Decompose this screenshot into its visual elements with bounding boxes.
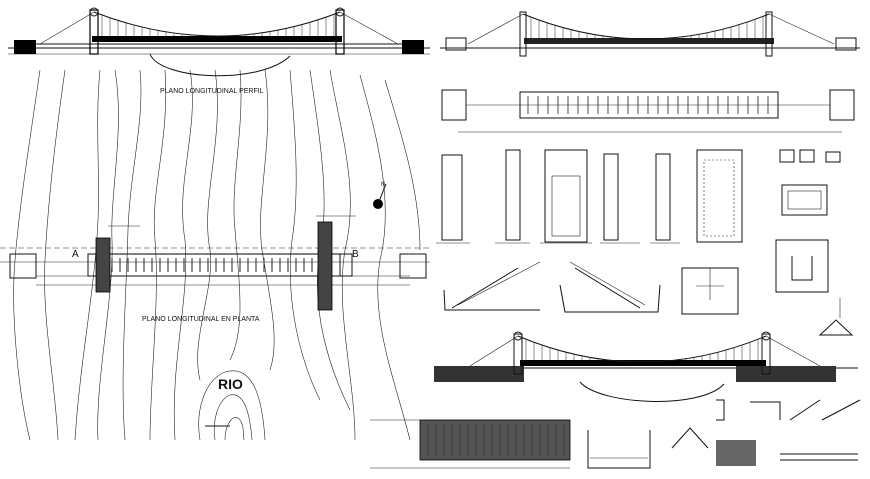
bridge-plan-view: A B PLANO LONGITUDINAL EN PLANTA RIO N <box>0 182 430 427</box>
deck-crossbeams <box>111 258 313 272</box>
tower-details <box>436 149 743 244</box>
profile-title: PLANO LONGITUDINAL PERFIL <box>160 88 264 95</box>
bridge-profile-elevation: PLANO LONGITUDINAL PERFIL <box>8 7 430 95</box>
point-b-label: B <box>352 249 359 260</box>
anchorage-sections <box>443 261 854 336</box>
profile-hangers <box>101 14 335 36</box>
deck-grid-lines <box>527 96 769 114</box>
river-label: RIO <box>218 376 243 392</box>
lower-construction-details <box>370 399 861 469</box>
elevation-detail-top <box>440 11 860 57</box>
detail-hangers <box>530 16 764 39</box>
north-arrow-icon: N <box>373 182 387 209</box>
svg-text:N: N <box>381 182 385 188</box>
lower-hangers <box>525 339 759 362</box>
plan-title: PLANO LONGITUDINAL EN PLANTA <box>142 316 260 323</box>
small-section-details <box>775 149 841 293</box>
topographic-contours <box>13 69 421 441</box>
deck-plan-detail <box>441 89 855 133</box>
point-a-label: A <box>72 249 79 260</box>
bridge-elevation-lower <box>434 331 858 402</box>
